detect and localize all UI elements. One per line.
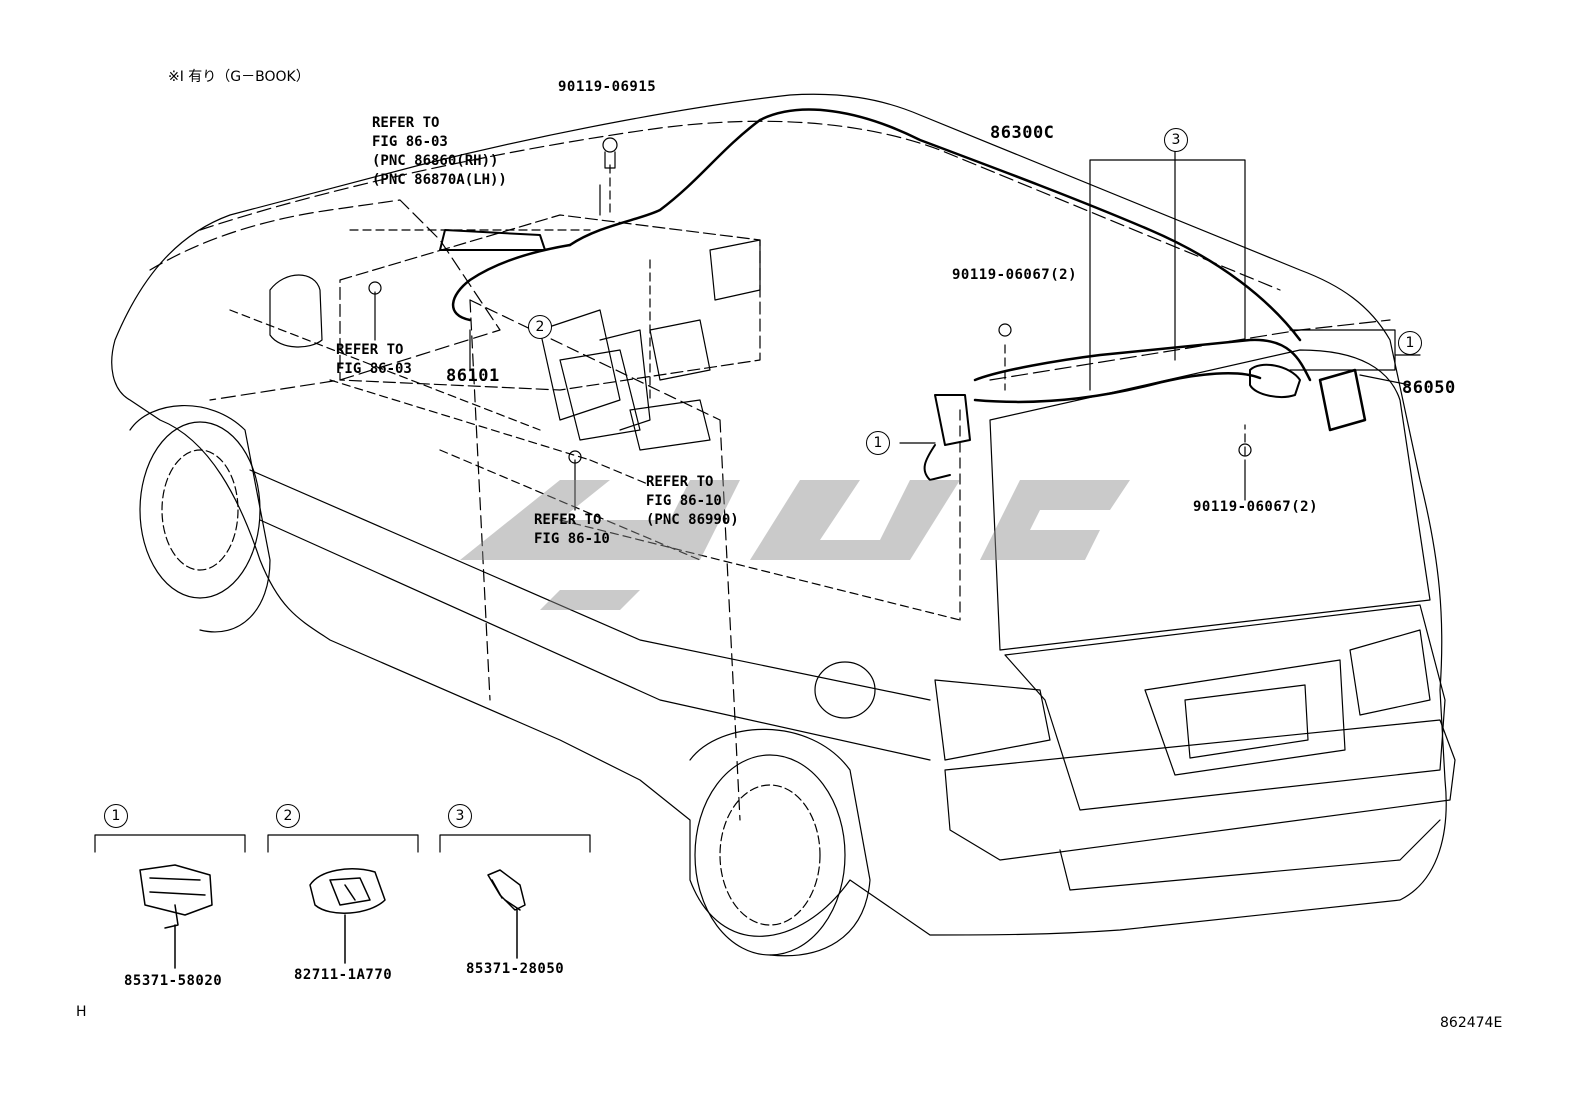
callout-1-circle-left: 1	[866, 431, 890, 455]
fuel-door	[814, 661, 876, 719]
legend-bracket-2	[267, 834, 419, 853]
dashboard	[339, 214, 761, 391]
reference-bottom-right: REFER TO FIG 86-10 (PNC 86990)	[646, 473, 739, 530]
watermark	[440, 440, 1140, 620]
rear-bumper	[944, 719, 1456, 891]
side-mirror	[269, 274, 323, 348]
legend-part-1: 85371-58020	[124, 973, 223, 989]
left-connector-assembly	[923, 394, 971, 481]
windshield	[149, 199, 501, 401]
footer-left-code: H	[76, 1004, 87, 1020]
callout-3-bracket	[1089, 149, 1246, 391]
left-taillight	[934, 679, 1051, 761]
clip-82711-1A770-icon	[309, 868, 386, 964]
reference-top-line: (PNC 86870A(LH))	[372, 172, 507, 188]
reference-left-line: REFER TO	[336, 342, 404, 358]
part-label-antenna-cord: 86101	[446, 366, 500, 386]
reference-left: REFER TO FIG 86-03	[336, 341, 412, 379]
part-label-bolt-mid: 90119-06067(2)	[952, 267, 1078, 283]
tailgate	[1004, 604, 1446, 811]
roof-rail	[989, 319, 1391, 381]
callout-1-circle-right: 1	[1398, 331, 1422, 355]
legend-bracket-1	[94, 834, 246, 853]
bolt-top-icon	[602, 137, 618, 153]
legend-circle-3: 3	[448, 804, 472, 828]
header-note: ※I 有り（G－BOOK）	[168, 69, 310, 85]
legend-part-2: 82711-1A770	[294, 967, 393, 983]
callout-2-circle: 2	[528, 315, 552, 339]
antenna-cord-86101	[439, 229, 546, 251]
part-label-bolt-top: 90119-06915	[558, 79, 657, 95]
reference-top-line: FIG 86-03	[372, 134, 448, 150]
reference-top-line: (PNC 86860(RH))	[372, 153, 499, 169]
reference-bottom-left: REFER TO FIG 86-10	[534, 511, 610, 549]
part-label-module: 86050	[1402, 378, 1456, 398]
reference-bottom-left-line: REFER TO	[534, 512, 602, 528]
reference-top: REFER TO FIG 86-03 (PNC 86860(RH)) (PNC …	[372, 114, 507, 190]
part-label-roof-wire: 86300C	[990, 123, 1055, 143]
license-plate-recess	[1144, 659, 1346, 776]
part-label-bolt-right: 90119-06067(2)	[1193, 499, 1319, 515]
reference-bottom-left-line: FIG 86-10	[534, 531, 610, 547]
right-taillight	[1349, 629, 1431, 716]
clip-85371-28050-icon	[487, 869, 526, 959]
roof-line	[199, 120, 1281, 291]
console	[559, 349, 711, 451]
sliding-door	[469, 299, 741, 821]
clip-85371-58020-icon	[139, 864, 213, 969]
van-body-outline	[111, 93, 1447, 937]
bolt-right-icon	[1238, 443, 1252, 457]
reference-bottom-right-line: FIG 86-10	[646, 493, 722, 509]
watermark-logo	[460, 480, 1130, 610]
reference-top-line: REFER TO	[372, 115, 440, 131]
module-86050	[1318, 368, 1367, 432]
legend-bracket-3	[439, 834, 591, 853]
side-crease	[249, 469, 931, 761]
roof-harness-86300C	[568, 108, 1302, 342]
figure-code: 862474E	[1440, 1015, 1503, 1031]
rear-harness	[973, 338, 1312, 382]
legend-part-3: 85371-28050	[466, 961, 565, 977]
bolt-mid-icon	[998, 323, 1012, 337]
reference-bottom-right-line: (PNC 86990)	[646, 512, 739, 528]
rear-window	[989, 349, 1431, 651]
reference-left-line: FIG 86-03	[336, 361, 412, 377]
legend-circle-1: 1	[104, 804, 128, 828]
reference-bottom-right-line: REFER TO	[646, 474, 714, 490]
callout-3-circle: 3	[1164, 128, 1188, 152]
legend-circle-2: 2	[276, 804, 300, 828]
